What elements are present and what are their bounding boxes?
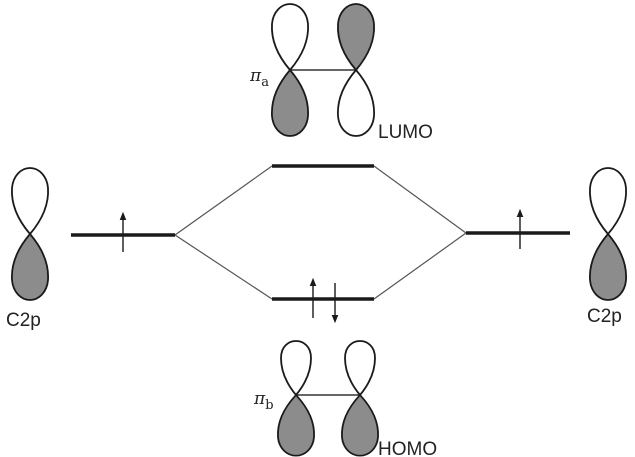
homo-orbital-pair: πb HOMO [253,340,437,457]
connector-left-lower [174,234,273,300]
homo-left-top-lobe [280,340,312,396]
right-c2p-orbital: C2p [587,167,627,327]
homo-label: HOMO [378,439,437,457]
connector-right-upper [373,165,467,234]
homo-right-bottom-lobe [341,394,379,457]
pi-b-label: πb [253,389,274,413]
left-c2p-bottom-lobe [11,233,49,301]
homo-left-bottom-lobe [277,394,315,457]
right-c2p-bottom-lobe [589,233,627,301]
lumo-right-bottom-lobe [337,69,375,137]
left-c2p-top-lobe [11,167,49,235]
left-c2p-label: C2p [6,310,41,331]
right-c2p-top-lobe [589,167,627,235]
energy-levels [71,164,570,324]
left-c2p-orbital: C2p [6,167,49,331]
connector-right-lower [373,232,467,300]
lumo-left-bottom-lobe [271,69,309,137]
lumo-label: LUMO [378,122,433,143]
lumo-left-top-lobe [271,3,309,71]
lumo-right-top-lobe [337,3,375,71]
connector-left-upper [174,165,273,236]
lumo-orbital-pair: πa LUMO [249,3,433,143]
homo-right-top-lobe [344,340,376,396]
pi-a-label: πa [249,66,269,90]
right-c2p-label: C2p [587,306,622,327]
